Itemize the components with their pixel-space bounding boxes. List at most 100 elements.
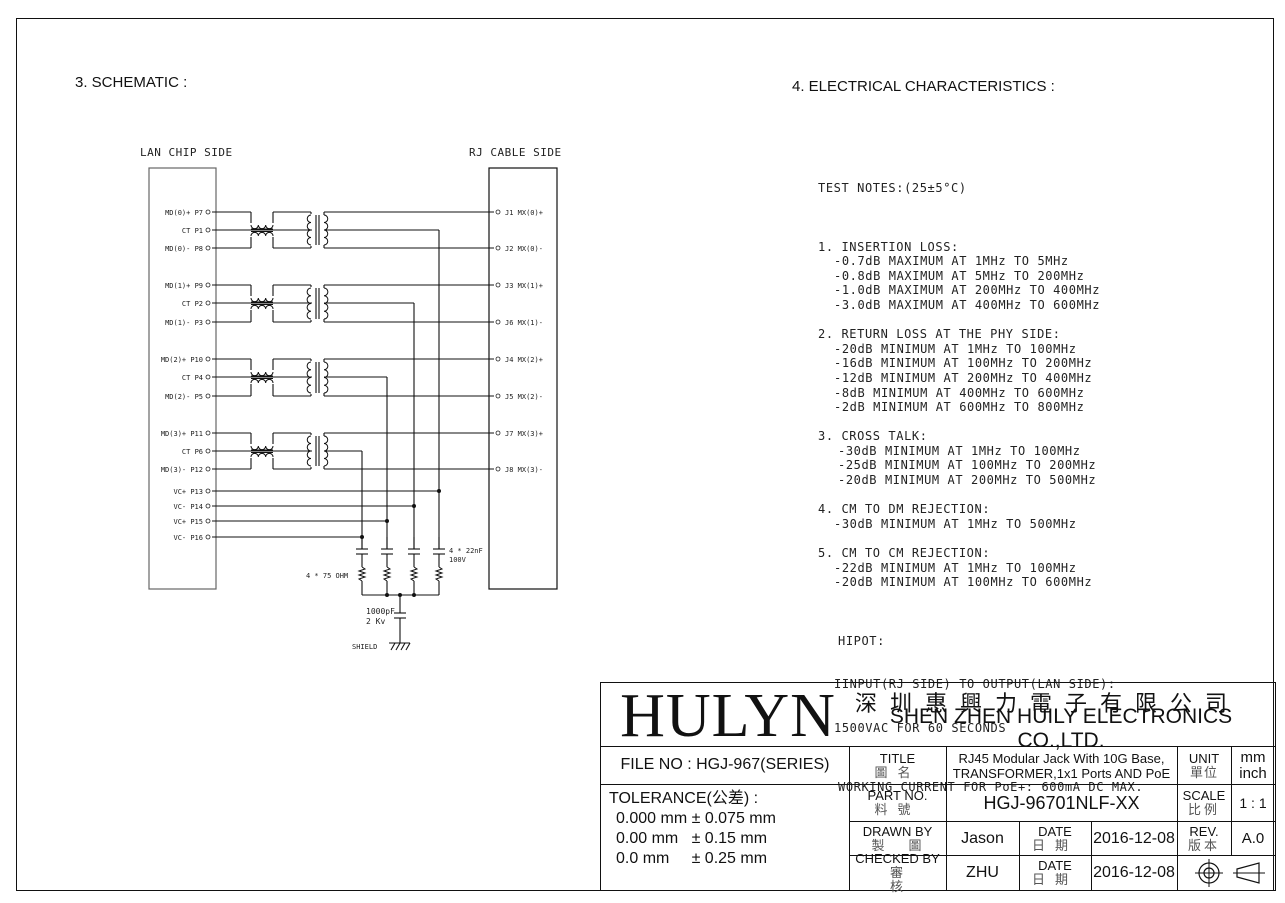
tolerance-line: 0.0 mm ± 0.25 mm <box>616 850 768 867</box>
left-pin-label: MD(0)+ P7 <box>165 209 203 217</box>
test-notes: TEST NOTES:(25±5°C) <box>818 181 967 196</box>
wire <box>405 642 411 651</box>
checked-by-value: ZHU <box>966 864 999 881</box>
pin-terminal <box>205 374 211 380</box>
part-number-value: HGJ-96701NLF-XX <box>983 792 1140 813</box>
electrical-spec-line: -22dB MINIMUM AT 1MHz TO 100MHz <box>834 560 1077 575</box>
pin-terminal <box>205 282 211 288</box>
projection-symbol <box>1177 856 1275 890</box>
electrical-group: 1. INSERTION LOSS:-0.7dB MAXIMUM AT 1MHz… <box>818 240 1143 313</box>
title-value: RJ45 Modular Jack With 10G Base,TRANSFOR… <box>952 750 1171 781</box>
electrical-spec-line: -12dB MINIMUM AT 200MHz TO 400MHz <box>834 370 1093 385</box>
coil <box>250 371 274 377</box>
left-pin-label: CT P6 <box>182 448 203 456</box>
resistor-icon <box>409 566 419 582</box>
electrical-spec-line: -20dB MINIMUM AT 200MHz TO 500MHz <box>838 473 1097 488</box>
left-pin-label: MD(2)- P5 <box>165 393 203 401</box>
left-pin-label: MD(0)- P8 <box>165 245 203 253</box>
electrical-group-heading: 4. CM TO DM REJECTION: <box>818 502 991 517</box>
left-pin-label: MD(3)+ P11 <box>161 430 203 438</box>
revision-value: A.0 <box>1241 830 1265 847</box>
checked-date-value: 2016-12-08 <box>1093 864 1175 881</box>
left-pin-label: VC+ P13 <box>173 488 203 496</box>
drawn-by-value: Jason <box>961 829 1004 847</box>
company-name-cn: 深圳惠興力電子有限公司 <box>855 692 1241 717</box>
transformer-pair <box>250 214 329 246</box>
coil <box>306 435 312 467</box>
pin-terminal <box>205 518 211 524</box>
rj-cable-side-label: RJ CABLE SIDE <box>469 146 562 159</box>
right-pin-label: J2 MX(0)- <box>505 245 543 253</box>
cap-label-1: 4 * 22nF <box>449 547 483 555</box>
rj-cable-box <box>488 167 558 590</box>
pin-terminal <box>205 430 211 436</box>
wire <box>395 642 401 651</box>
pin-terminal <box>495 245 501 251</box>
junction-dot <box>437 489 441 493</box>
pin-terminal <box>495 319 501 325</box>
coil <box>306 214 312 246</box>
electrical-spec-line: -3.0dB MAXIMUM AT 400MHz TO 600MHz <box>834 297 1101 312</box>
wires <box>212 211 494 549</box>
pin-terminal <box>495 356 501 362</box>
junction-dot <box>412 504 416 508</box>
coil <box>250 378 274 384</box>
coil <box>323 287 329 320</box>
electrical-group: 2. RETURN LOSS AT THE PHY SIDE:-20dB MIN… <box>818 327 1143 415</box>
tolerance-line: 0.000 mm ± 0.075 mm <box>616 810 776 827</box>
left-pin-label: CT P2 <box>182 300 203 308</box>
junction-dot <box>412 593 416 597</box>
wire <box>390 642 396 651</box>
shield-label: SHIELD <box>352 643 377 651</box>
tolerance-block: TOLERANCE(公差) : 0.000 mm ± 0.075 mm 0.00… <box>609 789 849 889</box>
pin-terminal <box>495 393 501 399</box>
electrical-spec-line: -8dB MINIMUM AT 400MHz TO 600MHz <box>834 385 1085 400</box>
termination-network <box>356 489 445 651</box>
electrical-spec-line: -0.8dB MAXIMUM AT 5MHz TO 200MHz <box>834 268 1085 283</box>
hv-cap-label-2: 2 Kv <box>366 617 385 626</box>
pin-terminal <box>205 448 211 454</box>
left-pin-label: MD(2)+ P10 <box>161 356 203 364</box>
right-pin-label: J1 MX(0)+ <box>505 209 543 217</box>
right-pin-group: J1 MX(0)+J2 MX(0)-J3 MX(1)+J6 MX(1)-J4 M… <box>495 209 543 474</box>
pin-terminal <box>495 430 501 436</box>
pin-terminal <box>205 227 211 233</box>
hv-cap-label-1: 1000pF <box>366 607 395 616</box>
transformer-pair <box>250 435 329 467</box>
wire <box>400 642 406 651</box>
transformer-pair <box>250 361 329 394</box>
left-pin-label: CT P4 <box>182 374 203 382</box>
revision-label: REV.版本 <box>1187 823 1220 853</box>
left-pin-label: VC- P16 <box>173 534 203 542</box>
schematic-section-title: 3. SCHEMATIC : <box>75 74 188 91</box>
coil <box>250 297 274 303</box>
pin-terminal <box>205 245 211 251</box>
transformers <box>250 214 329 467</box>
part-number-label: PART NO.料號 <box>867 788 928 817</box>
left-pin-label: MD(3)- P12 <box>161 466 203 474</box>
pin-terminal <box>205 300 211 306</box>
pin-terminal <box>205 393 211 399</box>
coil <box>323 214 329 246</box>
coil <box>250 224 274 230</box>
resistor-label: 4 * 75 OHM <box>306 572 348 580</box>
right-pin-label: J6 MX(1)- <box>505 319 543 327</box>
left-pin-label: VC- P14 <box>173 503 203 511</box>
hipot-line: IINPUT(RJ SIDE) TO OUTPUT(LAN SIDE): <box>834 677 1116 692</box>
third-angle-projection-icon <box>1195 859 1265 887</box>
coil <box>323 361 329 394</box>
hipot-heading: HIPOT: <box>838 633 885 648</box>
electrical-spec-line: -25dB MINIMUM AT 100MHz TO 200MHz <box>838 458 1097 473</box>
file-number: FILE NO : HGJ-967(SERIES) <box>620 756 830 773</box>
right-pin-label: J8 MX(3)- <box>505 466 543 474</box>
electrical-group-heading: 5. CM TO CM REJECTION: <box>818 546 991 561</box>
company-logo: HULYN <box>620 682 836 750</box>
tolerance-line: 0.00 mm ± 0.15 mm <box>616 830 768 847</box>
coil <box>250 304 274 310</box>
